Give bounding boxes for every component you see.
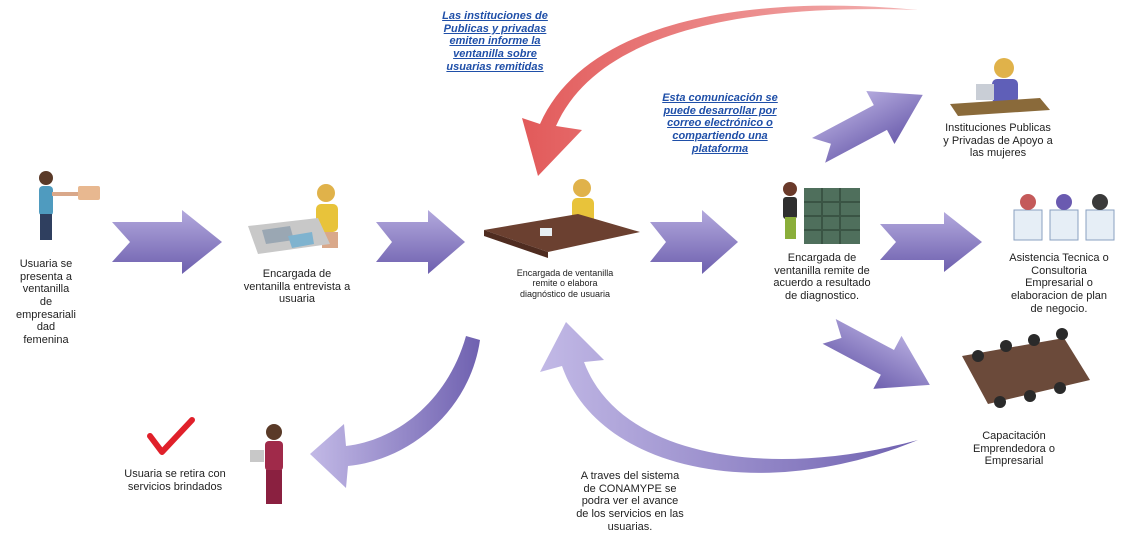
- label-entrevista: Encargada de ventanilla entrevista a usu…: [243, 268, 351, 306]
- woman-at-desk-icon: [484, 179, 640, 258]
- woman-at-desk-icon: [248, 184, 338, 254]
- arrow-to-retira: [310, 336, 480, 488]
- label-usuaria-se-presenta: Usuaria se presenta a ventanilla de empr…: [16, 258, 76, 346]
- arrow-remite-to-asistencia: [880, 212, 982, 272]
- label-diagnostico: Encargada de ventanilla remite o elabora…: [516, 268, 614, 299]
- label-conamype: A traves del sistema de CONAMYPE se podr…: [576, 470, 684, 533]
- staff-profiles-icon: [1013, 194, 1115, 241]
- woman-with-bag-icon: [250, 424, 283, 504]
- note-comunicacion: Esta comunicación se puede desarrollar p…: [662, 92, 778, 155]
- label-remite-acuerdo: Encargada de ventanilla remite de acuerd…: [773, 252, 871, 302]
- arrow-seguimiento-conamype: [540, 322, 918, 473]
- arrow-remite-to-instituciones: [812, 90, 923, 163]
- arrow-entrevista-to-diagnostico: [376, 210, 465, 274]
- woman-at-computer-icon: [950, 58, 1050, 116]
- arrow-usuaria-to-entrevista: [112, 210, 222, 274]
- label-usuaria-se-retira: Usuaria se retira con servicios brindado…: [124, 468, 226, 493]
- meeting-table-icon: [962, 328, 1090, 408]
- woman-standing-icon: [39, 171, 100, 240]
- woman-with-file-cabinet-icon: [783, 182, 860, 244]
- label-instituciones: Instituciones Publicas y Privadas de Apo…: [943, 122, 1053, 160]
- arrow-remite-to-capacitacion: [822, 318, 930, 389]
- arrow-feedback-instituciones: [522, 5, 918, 176]
- checkmark-icon: [147, 417, 195, 455]
- note-informe-instituciones: Las instituciones de Publicas y privadas…: [442, 10, 548, 73]
- label-capacitacion: Capacitación Emprendedora o Empresarial: [973, 430, 1055, 468]
- arrow-diagnostico-to-remite: [650, 210, 738, 274]
- label-asistencia-tecnica: Asistencia Tecnica o Consultoria Empresa…: [1009, 252, 1109, 315]
